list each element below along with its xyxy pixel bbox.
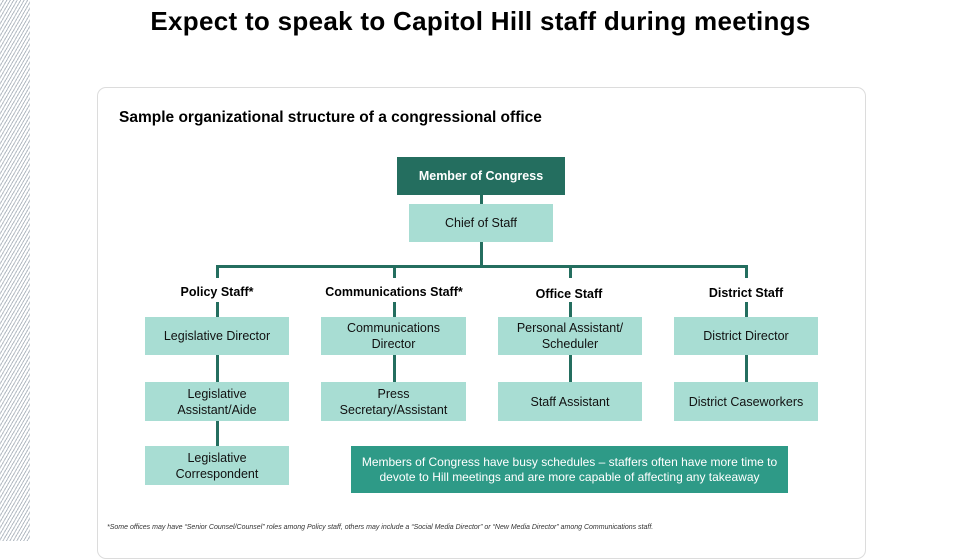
footnote: *Some offices may have “Senior Counsel/C… [107, 524, 654, 531]
connector-chief-bus [480, 241, 483, 266]
connector-comms-drop [393, 265, 396, 278]
connector-policy-2-3 [216, 420, 219, 447]
takeaway-note-box: Members of Congress have busy schedules … [351, 446, 788, 493]
diagram-subtitle: Sample organizational structure of a con… [119, 109, 542, 126]
heading-policy-staff: Policy Staff* [180, 285, 254, 299]
heading-communications-staff: Communications Staff* [325, 285, 463, 299]
legislative-director-box: Legislative Director [145, 317, 289, 355]
press-secretary-box: Press Secretary/Assistant [321, 382, 466, 421]
connector-comms-1-2 [393, 354, 396, 383]
connector-policy-drop [216, 265, 219, 278]
connector-district-1-2 [745, 354, 748, 383]
district-caseworkers-box: District Caseworkers [674, 382, 818, 421]
legislative-correspondent-box: Legislative Correspondent [145, 446, 289, 485]
staff-assistant-box: Staff Assistant [498, 382, 642, 421]
heading-office-staff: Office Staff [535, 287, 603, 301]
heading-district-staff: District Staff [708, 286, 784, 300]
connector-member-chief [480, 194, 483, 205]
connector-office-1-2 [569, 354, 572, 383]
connector-office-head [569, 302, 572, 318]
chief-of-staff-box: Chief of Staff [409, 204, 553, 242]
connector-comms-head [393, 302, 396, 318]
connector-office-drop [569, 265, 572, 278]
connector-district-drop [745, 265, 748, 278]
connector-policy-head [216, 302, 219, 318]
communications-director-box: Communications Director [321, 317, 466, 355]
member-of-congress-box: Member of Congress [397, 157, 565, 195]
connector-policy-1-2 [216, 354, 219, 383]
personal-assistant-box: Personal Assistant/ Scheduler [498, 317, 642, 355]
district-director-box: District Director [674, 317, 818, 355]
legislative-assistant-box: Legislative Assistant/Aide [145, 382, 289, 421]
decorative-hatch-strip [0, 0, 30, 541]
connector-district-head [745, 302, 748, 318]
page-title: Expect to speak to Capitol Hill staff du… [150, 6, 811, 36]
connector-bus [216, 265, 747, 268]
